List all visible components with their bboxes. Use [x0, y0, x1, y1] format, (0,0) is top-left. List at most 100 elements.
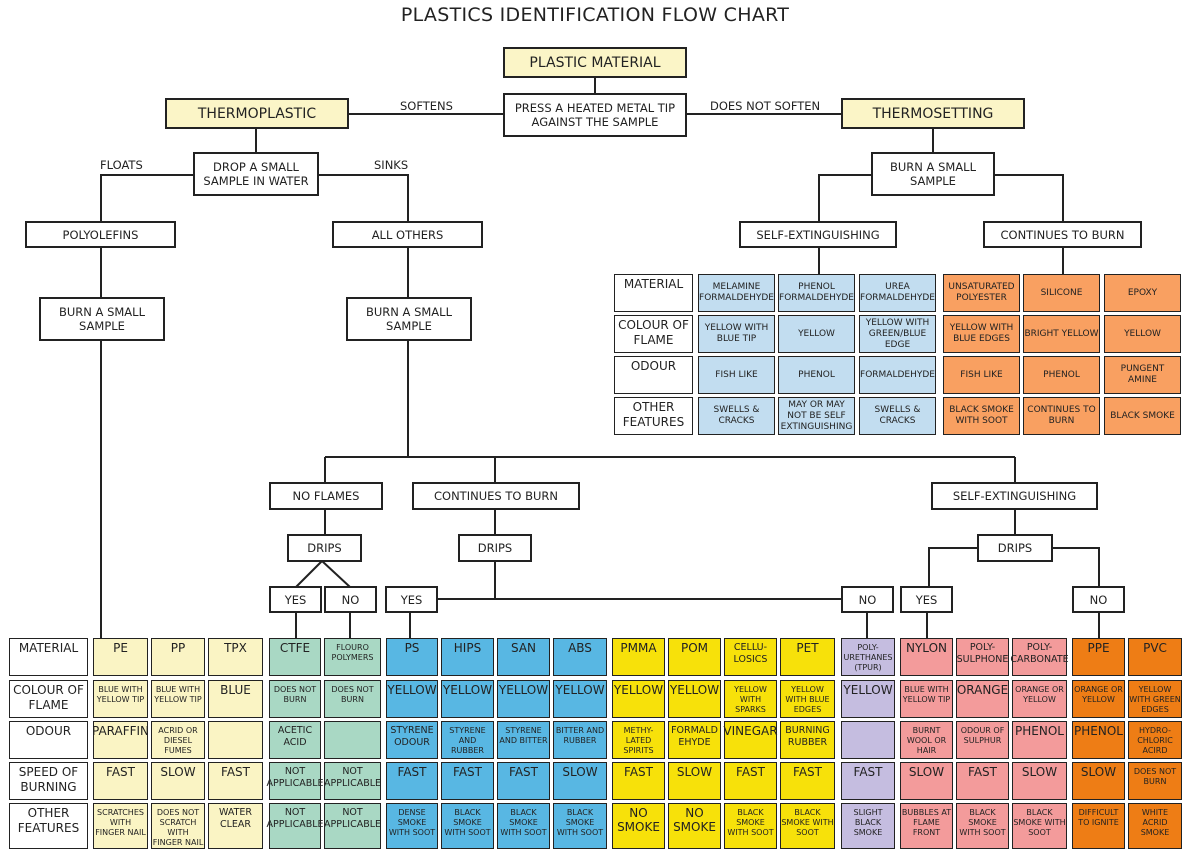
table-cell: STYRENE AND RUBBER: [441, 721, 494, 759]
table-cell: VINEGAR: [723, 721, 778, 759]
table-cell: YELLOW WITH BLUE EDGES: [780, 680, 835, 718]
table-cell: SLOW: [1012, 762, 1067, 800]
table-cell: BUBBLES AT FLAME FRONT: [900, 803, 953, 849]
table-cell: EPOXY: [1104, 274, 1181, 312]
table-cell: POLY-URETHANES (TPUR): [841, 638, 895, 676]
table-cell: NYLON: [900, 638, 953, 676]
table-cell: UNSATURATED POLYESTER: [943, 274, 1020, 312]
table-cell: POM: [668, 638, 721, 676]
does-not-soften-label: DOES NOT SOFTEN: [710, 99, 821, 113]
table-cell: CONTINUES TO BURN: [1023, 397, 1100, 435]
yes-no-flames-node: YES: [269, 586, 322, 613]
table-cell: STYRENE AND BITTER: [497, 721, 550, 759]
table-cell: CTFE: [269, 638, 321, 676]
table-cell: PE: [93, 638, 148, 676]
row-label: COLOUR OF FLAME: [614, 315, 693, 353]
table-cell: YELLOW: [497, 680, 550, 718]
table-cell: PMMA: [612, 638, 665, 676]
table-cell: SAN: [497, 638, 550, 676]
table-cell: FAST: [497, 762, 550, 800]
table-cell: SWELLS & CRACKS: [698, 397, 775, 435]
chart-title: PLASTICS IDENTIFICATION FLOW CHART: [400, 4, 790, 26]
continues-to-burn-node: CONTINUES TO BURN: [412, 482, 580, 510]
table-cell: SLOW: [553, 762, 607, 800]
burn-sample-polyolefins-node: BURN A SMALL SAMPLE: [39, 297, 165, 341]
table-cell: PHENOL: [1072, 721, 1125, 759]
thermosetting-node: THERMOSETTING: [841, 98, 1025, 129]
table-cell: PET: [780, 638, 835, 676]
table-cell: NOT APPLICABLE: [324, 803, 381, 849]
row-label: ODOUR: [614, 356, 693, 394]
table-cell: YELLOW: [441, 680, 494, 718]
floats-label: FLOATS: [100, 158, 143, 172]
table-cell: BLACK SMOKE WITH SOOT: [956, 803, 1009, 849]
table-cell: TPX: [208, 638, 263, 676]
thermoset-self-extinguishing-node: SELF-EXTINGUISHING: [739, 221, 897, 248]
table-cell: DOES NOT BURN: [269, 680, 321, 718]
table-cell: PHENOL FORMALDEHYDE: [778, 274, 855, 312]
burn-sample-thermoset-node: BURN A SMALL SAMPLE: [871, 152, 995, 196]
table-cell: MAY OR MAY NOT BE SELF EXTINGUISHING: [778, 397, 855, 435]
table-cell: YELLOW WITH GREEN EDGES: [1128, 680, 1182, 718]
table-cell: FAST: [441, 762, 494, 800]
table-cell: WHITE ACRID SMOKE: [1128, 803, 1182, 849]
table-cell: BLACK SMOKE WITH SOOT: [724, 803, 777, 849]
table-cell: NOT APPLICABLE: [267, 762, 324, 800]
table-cell: BLACK SMOKE: [1104, 397, 1181, 435]
table-cell: DIFFICULT TO IGNITE: [1072, 803, 1125, 849]
table-cell: FISH LIKE: [943, 356, 1020, 394]
table-cell: BURNING RUBBER: [780, 721, 835, 759]
table-cell: POLY-CARBONATE: [1010, 638, 1069, 676]
table-cell: ORANGE OR YELLOW: [1012, 680, 1067, 718]
table-cell: ACETIC ACID: [269, 721, 321, 759]
table-cell: BURNT WOOL OR HAIR: [900, 721, 953, 759]
table-cell: BRIGHT YELLOW: [1023, 315, 1100, 353]
drop-water-node: DROP A SMALL SAMPLE IN WATER: [193, 152, 319, 196]
table-cell: FAST: [208, 762, 263, 800]
all-others-node: ALL OTHERS: [332, 221, 483, 248]
table-cell: SLOW: [1072, 762, 1125, 800]
table-cell: SCRATCHES WITH FINGER NAIL: [93, 803, 148, 849]
table-cell: [841, 721, 895, 759]
table-cell: DOES NOT SCRATCH WITH FINGER NAIL: [151, 803, 205, 849]
table-cell: SLOW: [668, 762, 721, 800]
table-cell: BLACK SMOKE WITH SOOT: [943, 397, 1020, 435]
table-cell: YELLOW: [553, 680, 607, 718]
table-cell: CELLU-LOSICS: [724, 638, 777, 676]
table-cell: UREA FORMALDEHYDE: [859, 274, 936, 312]
table-cell: BLUE: [208, 680, 263, 718]
row-label: MATERIAL: [614, 274, 693, 312]
table-cell: STYRENE ODOUR: [386, 721, 438, 759]
table-cell: WATER CLEAR: [208, 803, 263, 849]
table-cell: SILICONE: [1023, 274, 1100, 312]
drips-self-ext-node: DRIPS: [977, 534, 1053, 562]
thermoplastic-node: THERMOPLASTIC: [165, 98, 349, 129]
table-cell: MELAMINE FORMALDEHYDE: [698, 274, 775, 312]
row-label: COLOUR OF FLAME: [9, 680, 88, 718]
table-cell: FAST: [386, 762, 438, 800]
table-cell: BLUE WITH YELLOW TIP: [93, 680, 148, 718]
table-cell: FLOURO POLYMERS: [324, 638, 381, 676]
table-cell: DENSE SMOKE WITH SOOT: [386, 803, 438, 849]
row-label: OTHER FEATURES: [614, 397, 693, 435]
no-continues-node: NO: [841, 586, 894, 613]
polyolefins-node: POLYOLEFINS: [25, 221, 176, 248]
table-cell: FAST: [93, 762, 148, 800]
table-cell: PARAFFIN: [92, 721, 149, 759]
self-extinguishing-node: SELF-EXTINGUISHING: [931, 482, 1098, 510]
table-cell: FAST: [841, 762, 895, 800]
table-cell: BLACK SMOKE WITH SOOT: [553, 803, 607, 849]
table-cell: BLACK SMOKE WITH SOOT: [441, 803, 494, 849]
table-cell: PHENOL: [1012, 721, 1067, 759]
table-cell: FORMALD EHYDE: [668, 721, 721, 759]
table-cell: PUNGENT AMINE: [1104, 356, 1181, 394]
table-cell: YELLOW: [841, 680, 895, 718]
press-tip-node: PRESS A HEATED METAL TIP AGAINST THE SAM…: [503, 93, 687, 137]
table-cell: PP: [151, 638, 205, 676]
table-cell: BLACK SMOKE WITH SOOT: [1012, 803, 1067, 849]
table-cell: SLOW: [151, 762, 205, 800]
table-cell: ORANGE OR YELLOW: [1072, 680, 1125, 718]
table-cell: FAST: [780, 762, 835, 800]
table-cell: HYDRO-CHLORIC ACIRD: [1128, 721, 1182, 759]
table-cell: FISH LIKE: [698, 356, 775, 394]
